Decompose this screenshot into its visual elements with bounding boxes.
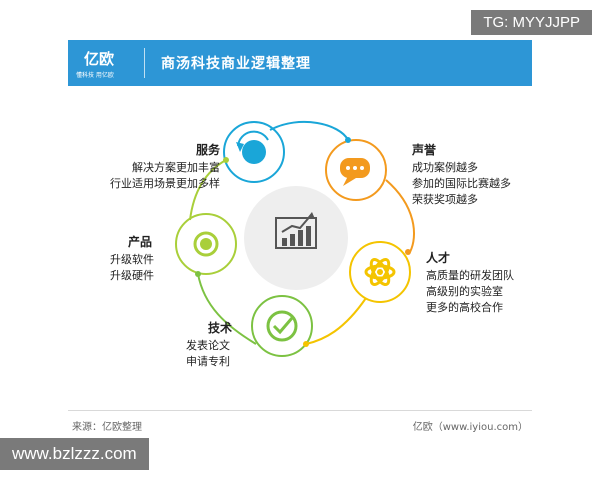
- reputation-title: 声誉: [412, 143, 437, 157]
- service-line-1: 解决方案更加丰富: [132, 161, 220, 174]
- reputation-line-3: 荣获奖项越多: [412, 193, 478, 206]
- service-label: 服务 解决方案更加丰富 行业适用场景更加多样: [72, 142, 220, 192]
- tech-title: 技术: [208, 321, 233, 335]
- tech-line-1: 发表论文: [186, 339, 230, 352]
- tech-node: [251, 295, 313, 357]
- talent-line-3: 更多的高校合作: [426, 301, 503, 314]
- talent-line-1: 高质量的研发团队: [426, 269, 514, 282]
- center-circle: [244, 186, 348, 290]
- site-credit: 亿欧（www.iyiou.com）: [412, 422, 528, 433]
- tech-line-2: 申请专利: [186, 355, 230, 368]
- talent-title: 人才: [426, 251, 451, 265]
- atom-icon: [364, 258, 396, 286]
- chat-bubble-icon: [340, 158, 370, 186]
- tech-label: 技术 发表论文 申请专利: [186, 320, 266, 370]
- header-divider: [144, 48, 145, 78]
- talent-line-2: 高级别的实验室: [426, 285, 503, 298]
- page-title: 商汤科技商业逻辑整理: [161, 56, 311, 72]
- growth-chart-icon: [275, 212, 317, 249]
- product-title: 产品: [128, 235, 153, 249]
- service-title: 服务: [195, 143, 220, 157]
- reputation-label: 声誉 成功案例越多 参加的国际比赛越多 荣获奖项越多: [412, 142, 542, 208]
- reputation-line-2: 参加的国际比赛越多: [412, 177, 511, 190]
- product-label: 产品 升级软件 升级硬件: [110, 234, 170, 284]
- product-line-2: 升级硬件: [110, 269, 154, 282]
- target-icon: [193, 231, 219, 257]
- footer-divider: [68, 410, 532, 411]
- product-line-1: 升级软件: [110, 253, 154, 266]
- service-line-2: 行业适用场景更加多样: [110, 177, 220, 190]
- source-note: 来源：亿欧整理: [72, 422, 142, 433]
- checkmark-icon: [266, 310, 298, 342]
- reputation-line-1: 成功案例越多: [412, 161, 478, 174]
- talent-label: 人才 高质量的研发团队 高级别的实验室 更多的高校合作: [426, 250, 546, 316]
- watermark-telegram: TG: MYYJJPP: [471, 10, 592, 35]
- header-bar: 亿欧 懂科技 用亿欧 商汤科技商业逻辑整理: [68, 40, 532, 86]
- logo: 亿欧 懂科技 用亿欧: [68, 40, 144, 86]
- watermark-website: www.bzlzzz.com: [0, 438, 149, 470]
- logo-subtitle: 懂科技 用亿欧: [76, 72, 114, 79]
- refresh-icon: [236, 130, 269, 164]
- logo-text: 亿欧: [84, 50, 115, 68]
